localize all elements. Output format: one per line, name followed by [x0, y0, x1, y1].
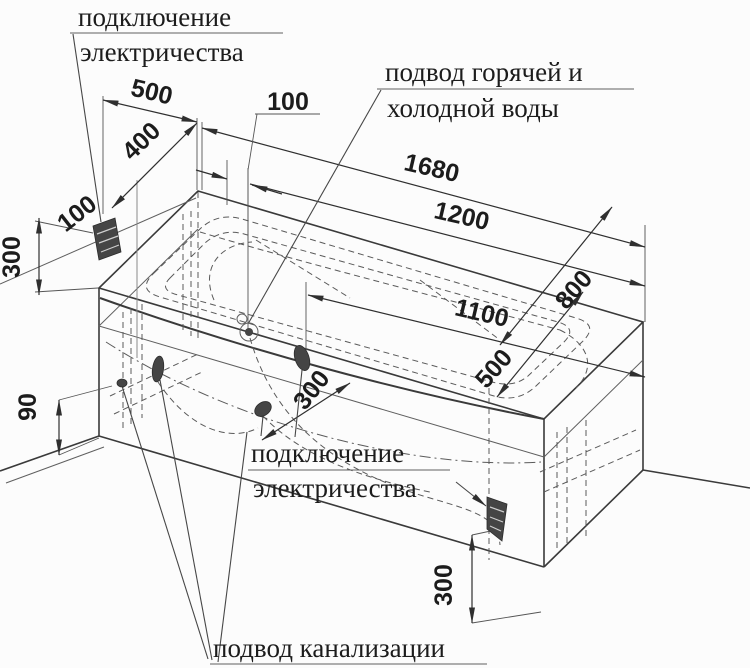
label-water-supply-line1: подвод горячей и	[385, 57, 583, 87]
label-water-supply-line2: холодной воды	[387, 93, 559, 123]
dim-1680: 1680	[402, 148, 462, 188]
connection-markers	[92, 217, 508, 542]
label-electric-top: подключение электричества	[70, 2, 283, 67]
label-electric-mid-line1: подключение	[251, 438, 404, 468]
electric-connection-marker-right	[486, 496, 508, 542]
label-water-supply: подвод горячей и холодной воды	[377, 57, 634, 123]
leg-foot-marker	[116, 378, 128, 388]
label-sewer: подвод канализации	[210, 633, 487, 665]
label-electric-mid-line2: электричества	[253, 473, 417, 503]
dim-300-left: 300	[0, 236, 26, 278]
dim-300-mid: 300	[288, 365, 336, 415]
dim-500-mid: 500	[470, 344, 519, 394]
label-electric-top-line2: электричества	[80, 37, 244, 67]
label-electric-top-line1: подключение	[78, 2, 231, 32]
dim-1100: 1100	[452, 293, 511, 332]
drain-connection-marker	[254, 401, 272, 417]
overflow-connection-marker	[293, 345, 311, 371]
label-electric-mid: подключение электричества	[248, 438, 450, 503]
electric-connection-marker-wall	[92, 217, 122, 261]
dim-1200: 1200	[432, 196, 492, 236]
support-frame-hidden-lines	[109, 192, 641, 560]
dim-90: 90	[14, 393, 42, 421]
tub-basin-hidden-lines	[145, 216, 591, 399]
drain-center-point	[245, 328, 253, 336]
dimension-lines	[36, 99, 646, 624]
leader-lines	[72, 33, 487, 663]
drain-ring	[239, 322, 259, 342]
dim-300-bottom: 300	[430, 564, 458, 606]
dim-400: 400	[117, 117, 166, 166]
annotation-labels: подключение электричества подвод горячей…	[70, 2, 634, 665]
dim-100-top: 100	[267, 88, 309, 116]
water-connection-point	[236, 313, 248, 325]
label-sewer-text: подвод канализации	[213, 633, 445, 663]
siphon-outlet-marker	[151, 355, 165, 383]
dimension-texts: 500 400 100 1680 1200 100 300 90 1100 80…	[0, 74, 598, 606]
dim-500-top-left: 500	[128, 74, 175, 111]
